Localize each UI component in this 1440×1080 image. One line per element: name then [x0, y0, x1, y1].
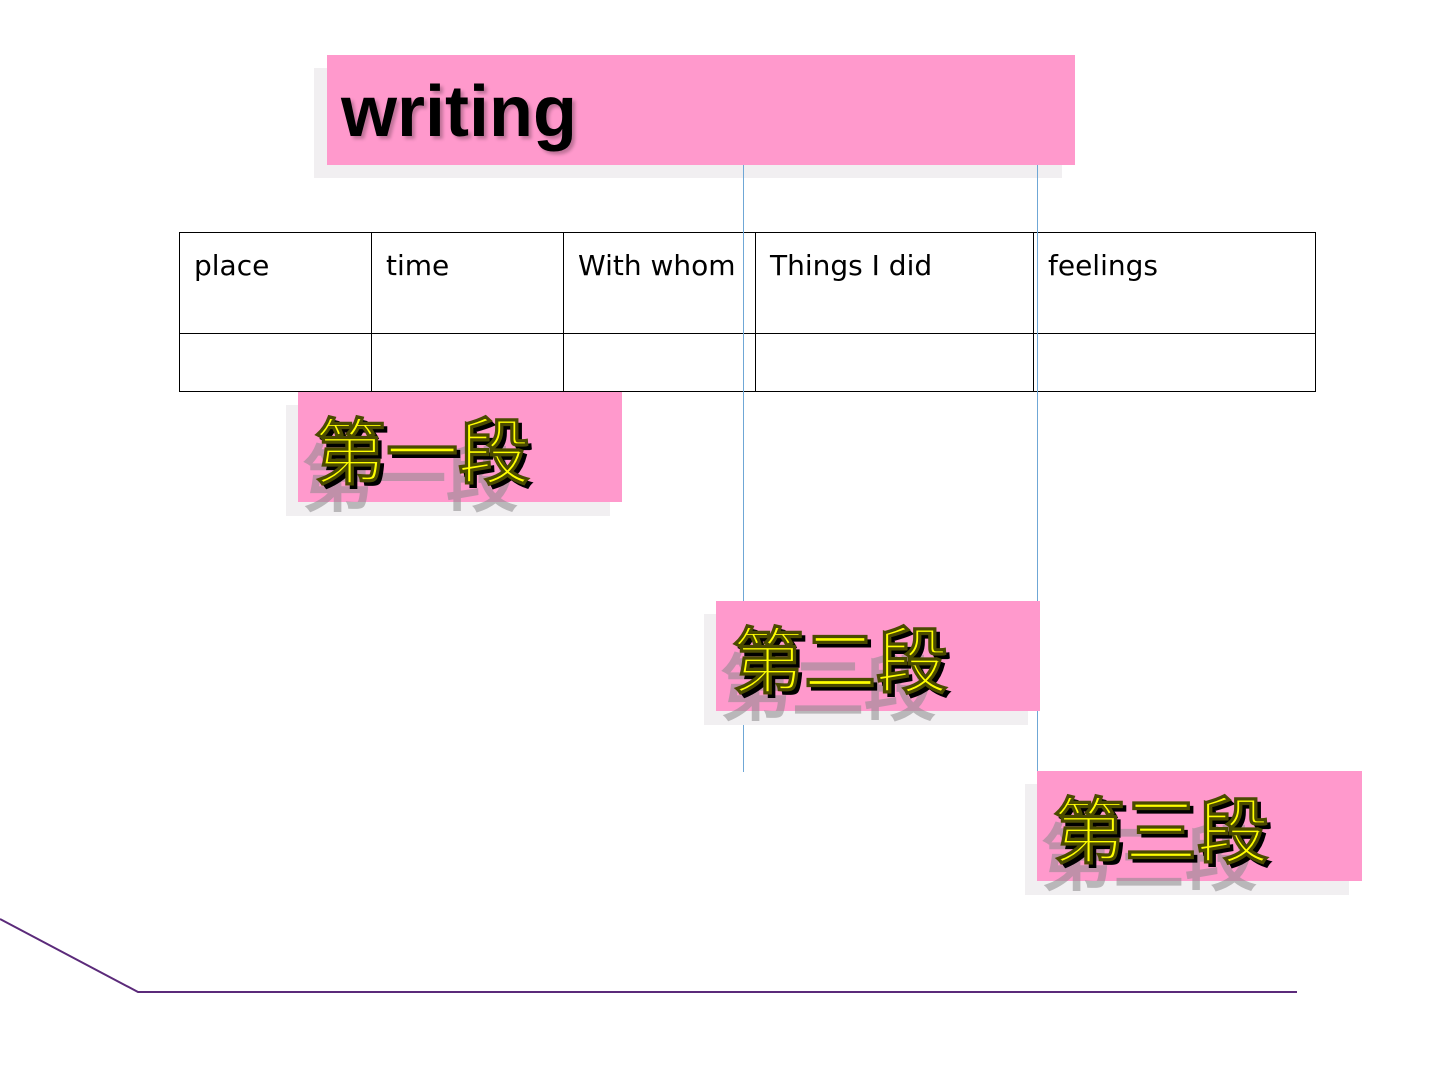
decorative-bottom-line — [0, 918, 1297, 993]
cell-things-i-did[interactable] — [755, 333, 1034, 392]
header-feelings: feelings — [1033, 232, 1316, 334]
guide-line-right — [1037, 165, 1038, 777]
writing-outline-table: place time With whom Things I did feelin… — [179, 232, 1316, 392]
slide-title: writing — [341, 72, 577, 152]
cell-with-whom[interactable] — [563, 333, 756, 392]
header-place: place — [179, 232, 372, 334]
header-time: time — [371, 232, 564, 334]
cell-place[interactable] — [179, 333, 372, 392]
section-1-label: 第一段 — [313, 411, 531, 495]
guide-line-left — [743, 165, 744, 772]
table-row — [179, 333, 1316, 392]
decorative-polyline — [0, 918, 1297, 993]
section-2-box — [716, 601, 1040, 711]
section-2-reflection: 第二段 — [720, 647, 937, 731]
section-3-box — [1037, 771, 1362, 881]
section-3-reflection: 第三段 — [1041, 817, 1258, 901]
section-1-box — [298, 392, 622, 502]
cell-feelings[interactable] — [1033, 333, 1316, 392]
header-with-whom: With whom — [563, 232, 756, 334]
title-box — [327, 55, 1075, 165]
cell-time[interactable] — [371, 333, 564, 392]
section-2-label: 第二段 — [731, 620, 949, 704]
section-3-label: 第三段 — [1052, 790, 1270, 874]
section-1-reflection: 第一段 — [302, 438, 519, 522]
table-header-row: place time With whom Things I did feelin… — [179, 232, 1316, 334]
header-things-i-did: Things I did — [755, 232, 1034, 334]
